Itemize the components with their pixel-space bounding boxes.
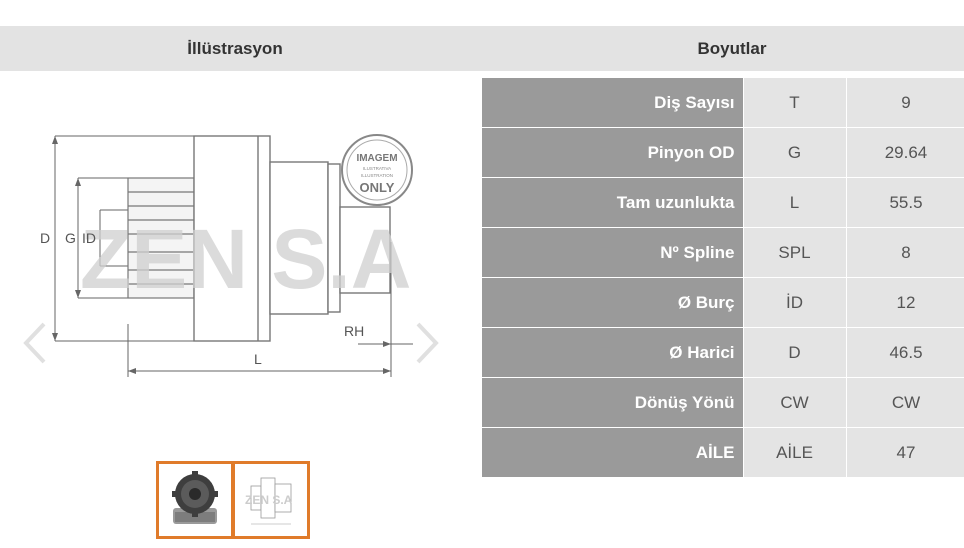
- chevron-right-icon[interactable]: [412, 320, 440, 366]
- svg-text:ILUSTRATIVA: ILUSTRATIVA: [363, 166, 391, 171]
- spec-code: L: [742, 177, 846, 228]
- table-row: Pinyon OD G 29.64: [482, 127, 964, 178]
- spec-label: Pinyon OD: [482, 127, 743, 178]
- dim-label-d: D: [40, 230, 50, 246]
- spec-label: Dönüş Yönü: [482, 377, 743, 428]
- spec-label: Ø Burç: [482, 277, 743, 328]
- dim-label-g: G: [65, 230, 76, 246]
- dimensions-table: Diş Sayısı T 9 Pinyon OD G 29.64 Tam uzu…: [482, 78, 964, 478]
- spec-code: T: [742, 78, 846, 128]
- watermark-text: ZEN S.A: [80, 212, 411, 306]
- table-row: Diş Sayısı T 9: [482, 78, 964, 128]
- spec-code: İD: [742, 277, 846, 328]
- svg-text:ONLY: ONLY: [360, 180, 395, 195]
- dimensions-heading: Boyutlar: [697, 39, 767, 58]
- spec-label: Ø Harici: [482, 327, 743, 378]
- table-row: AİLE AİLE 47: [482, 427, 964, 478]
- pinion-photo-icon: [172, 471, 218, 524]
- thumbnail-technical-drawing[interactable]: ZEN S.A: [232, 461, 310, 539]
- thumbnail-product-photo[interactable]: [156, 461, 234, 539]
- spec-value: 8: [845, 227, 964, 278]
- spec-label: Tam uzunlukta: [482, 177, 743, 228]
- technical-drawing: ZEN S.A IMAGEM ILUSTRATIVA ILLUSTRATION …: [18, 92, 448, 422]
- spec-label: Nº Spline: [482, 227, 743, 278]
- svg-text:ILLUSTRATION: ILLUSTRATION: [361, 173, 393, 178]
- illustration-only-stamp: IMAGEM ILUSTRATIVA ILLUSTRATION ONLY: [341, 134, 413, 206]
- table-row: Tam uzunlukta L 55.5: [482, 177, 964, 228]
- dim-label-id: ID: [82, 230, 96, 246]
- spec-code: G: [742, 127, 846, 178]
- section-header-bar: İllüstrasyon Boyutlar: [0, 26, 964, 71]
- spec-value: 47: [845, 427, 964, 478]
- svg-text:ZEN S.A: ZEN S.A: [245, 493, 293, 507]
- dim-label-l: L: [254, 351, 262, 367]
- spec-label: Diş Sayısı: [482, 78, 743, 128]
- table-row: Nº Spline SPL 8: [482, 227, 964, 278]
- spec-code: AİLE: [742, 427, 846, 478]
- svg-text:IMAGEM: IMAGEM: [356, 153, 397, 164]
- spec-value: 9: [845, 78, 964, 128]
- drawing-thumbnail-icon: ZEN S.A: [245, 477, 293, 525]
- spec-value: 29.64: [845, 127, 964, 178]
- spec-value: 12: [845, 277, 964, 328]
- dim-label-rh: RH: [344, 323, 364, 339]
- spec-value: 55.5: [845, 177, 964, 228]
- table-row: Dönüş Yönü CW CW: [482, 377, 964, 428]
- table-row: Ø Harici D 46.5: [482, 327, 964, 378]
- spec-value: CW: [845, 377, 964, 428]
- illustration-heading: İllüstrasyon: [187, 39, 283, 58]
- spec-code: CW: [742, 377, 846, 428]
- spec-code: SPL: [742, 227, 846, 278]
- chevron-left-icon[interactable]: [22, 320, 50, 366]
- table-row: Ø Burç İD 12: [482, 277, 964, 328]
- spec-code: D: [742, 327, 846, 378]
- spec-value: 46.5: [845, 327, 964, 378]
- spec-label: AİLE: [482, 427, 743, 478]
